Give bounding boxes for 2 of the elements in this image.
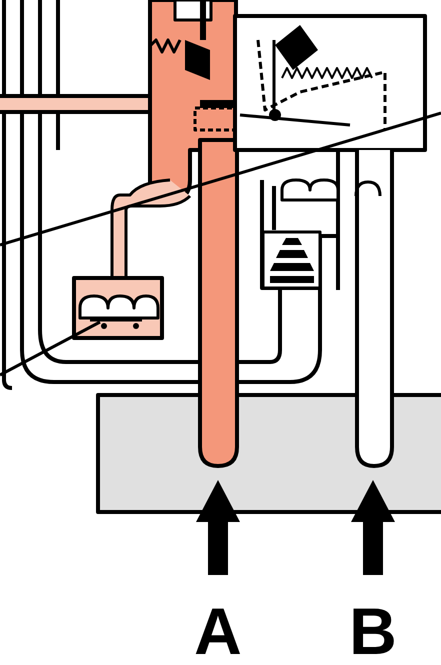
port-letter: B [348, 598, 398, 664]
port-letter: A [193, 598, 243, 664]
